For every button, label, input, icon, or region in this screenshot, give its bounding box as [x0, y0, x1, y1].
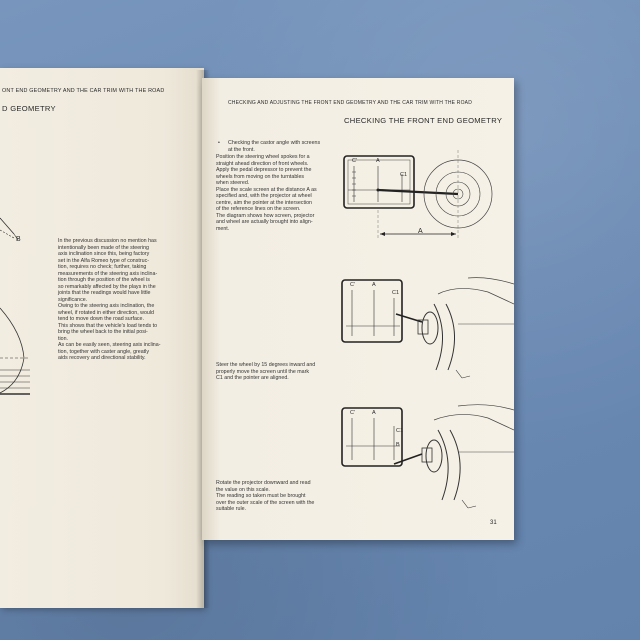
left-line: bring the wheel back to the initial posi… [58, 329, 148, 335]
diagram1-label-c1: C1 [400, 172, 408, 178]
left-line: tion, together with caster angle, greatl… [58, 348, 149, 355]
left-line: In the previous discussion no mention ha… [58, 238, 157, 244]
block2-line: centre, aim the pointer at the intersect… [216, 199, 312, 206]
diagram3-label-b: B [396, 442, 400, 448]
block2-line: and wheel are actually brought into alig… [216, 219, 313, 225]
right-page: CHECKING AND ADJUSTING THE FRONT END GEO… [202, 78, 514, 540]
left-line: tend to move down the road surface. [58, 316, 144, 322]
projector-rotated-diagram [338, 402, 514, 518]
diagram3-label-a: A [372, 410, 376, 416]
left-geometry-figure [0, 208, 60, 408]
bullet: • [218, 140, 220, 146]
block2-line: The diagram shows how screen, projector [216, 212, 315, 219]
block2-line: specified and, with the projector at whe… [216, 193, 312, 199]
wheel-steered-diagram [338, 274, 514, 384]
block4-line: The reading so taken must be brought [216, 493, 306, 499]
left-line: tion, requires no check; further, taking [58, 264, 147, 270]
page-number: 31 [490, 520, 497, 526]
diagram2-label-c1: C1 [392, 290, 400, 296]
diagram3-label-c-prime: C' [350, 410, 356, 416]
block4-line: Rotate the projector downward and read [216, 480, 311, 486]
left-line: intentionally been made of the steering [58, 244, 149, 251]
block2-line: Place the scale screen at the distance A… [216, 186, 317, 193]
block1-line: Checking the castor angle with screens [228, 140, 321, 146]
left-page: ONT END GEOMETRY AND THE CAR TRIM WITH T… [0, 68, 204, 608]
left-line: tion through the position of the wheel i… [58, 277, 150, 283]
left-line: so remarkably affected by the plays in t… [58, 283, 156, 290]
block3-line: Steer the wheel by 15 degrees inward and [216, 362, 316, 368]
block2-line: wheels from moving on the turntables [216, 173, 305, 180]
left-line: This shows that the vehicle's load tends… [58, 322, 158, 329]
right-block-positioning: Position the steering wheel spokes for a… [216, 154, 340, 232]
block2-line: Apply the pedal depressor to prevent the [216, 167, 312, 173]
left-line: As can be easily seen, steering axis inc… [58, 342, 161, 348]
block3-line: properly move the screen until the mark [216, 368, 310, 375]
right-block-steer-wheel: Steer the wheel by 15 degrees inward and… [216, 362, 340, 382]
diagram2-label-c-prime: C' [350, 282, 356, 288]
right-running-header: CHECKING AND ADJUSTING THE FRONT END GEO… [228, 100, 473, 106]
block4-line: suitable rule. [216, 506, 247, 512]
block3-line: C1 and the pointer are aligned. [216, 375, 289, 381]
left-line: aids recovery and directional stability. [58, 355, 146, 361]
block2-line: of the reference lines on the screen. [216, 206, 301, 212]
left-line: axis inclination since this, being facto… [58, 251, 150, 257]
left-line: set in the Alfa Romeo type of construc- [58, 257, 149, 264]
block1-line: at the front. [228, 146, 255, 153]
left-line: wheel, if rotated in either direction, w… [58, 309, 154, 316]
block4-line: over the outer scale of the screen with … [216, 499, 315, 506]
block2-line: ment. [216, 225, 230, 232]
left-line: Owing to the steering axis inclination, … [58, 303, 155, 309]
diagram3-label-c1: C1 [396, 428, 404, 434]
block4-line: the value on this scale. [216, 486, 270, 493]
left-figure-label: B [16, 236, 21, 243]
right-block-rotate-projector: Rotate the projector downward and read t… [216, 480, 340, 513]
diagram1-distance-a: A [418, 228, 423, 235]
left-running-header: ONT END GEOMETRY AND THE CAR TRIM WITH T… [2, 88, 165, 94]
left-body-text: In the previous discussion no mention ha… [58, 238, 200, 362]
diagram2-label-a: A [372, 282, 376, 288]
left-line: tion. [58, 335, 69, 342]
left-line: significance. [58, 296, 88, 303]
left-section-title: D GEOMETRY [2, 104, 56, 113]
block2-line: when steered. [216, 180, 250, 186]
right-section-title: CHECKING THE FRONT END GEOMETRY [344, 116, 503, 125]
left-line: measurements of the steering axis inclin… [58, 270, 158, 277]
block2-line: Position the steering wheel spokes for a [216, 154, 310, 160]
screen-projector-wheel-diagram [340, 146, 510, 246]
diagram1-label-a: A [376, 158, 380, 164]
block2-line: straight ahead direction of front wheels… [216, 160, 309, 167]
diagram1-label-c-prime: C' [352, 158, 358, 164]
left-line: joints that the readings would have litt… [58, 290, 151, 296]
